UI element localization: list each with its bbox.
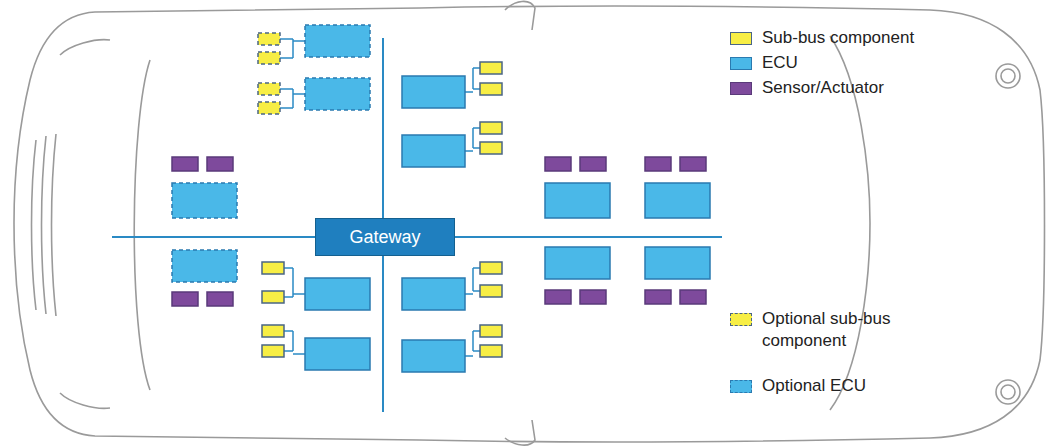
sub-bus-wire (284, 267, 293, 269)
legend-swatch (730, 82, 752, 95)
sub-bus-component (262, 262, 284, 274)
sub-bus-wire (473, 267, 480, 269)
wheel-hub (1001, 69, 1015, 83)
sub-bus-wire (472, 331, 474, 351)
sub-bus-component (258, 52, 280, 64)
sub-bus-wire (293, 93, 305, 95)
hood-line (134, 60, 150, 390)
sub-bus-wire (473, 147, 480, 149)
legend-label: Optional sub-bus component (762, 308, 912, 352)
wheel (996, 64, 1020, 88)
ecu-box (545, 247, 610, 279)
sub-bus-component (480, 142, 502, 154)
ecu-box (545, 183, 610, 218)
sensor-actuator (172, 157, 198, 171)
parts-layer (172, 25, 710, 372)
sub-bus-wire (293, 353, 305, 355)
sub-bus-wire (284, 330, 293, 332)
sub-bus-component (258, 33, 280, 45)
sub-bus-component (258, 102, 280, 114)
sub-bus-wire (292, 331, 294, 351)
side-mirror (505, 1, 535, 445)
wheel (996, 380, 1020, 404)
sub-bus-component (480, 83, 502, 95)
ecu-box (402, 340, 465, 372)
sub-bus-component (258, 83, 280, 95)
legend-swatch (730, 57, 752, 70)
sensor-actuator (545, 157, 571, 171)
sub-bus-component (480, 122, 502, 134)
sub-bus-wire (465, 355, 473, 357)
ecu-box (172, 183, 237, 218)
ecu-box (305, 78, 370, 110)
ecu-box (645, 247, 710, 279)
headlight-line (60, 40, 110, 409)
sensor-actuator (645, 290, 671, 304)
sensor-actuator (545, 290, 571, 304)
sub-bus-wire (472, 268, 474, 291)
sub-bus-component (480, 325, 502, 337)
sub-bus-wire (280, 107, 293, 109)
sub-bus-component (262, 345, 284, 357)
ecu-box (645, 183, 710, 218)
sensor-actuator (172, 292, 198, 306)
sub-bus-component (480, 345, 502, 357)
ecu-box (305, 25, 370, 57)
sub-bus-component (480, 62, 502, 74)
sub-bus-wire (465, 91, 473, 93)
sub-bus-wire (472, 68, 474, 89)
legend-label: ECU (762, 52, 798, 74)
sub-bus-wire (292, 39, 294, 58)
legend-label: Optional ECU (762, 375, 866, 397)
sensor-actuator (645, 157, 671, 171)
legend-swatch (730, 380, 752, 393)
legend-label: Sub-bus component (762, 27, 914, 49)
sub-bus-wire (280, 88, 293, 90)
car-outline (14, 1, 1045, 445)
sub-bus-wire (284, 296, 293, 298)
gateway-box: Gateway (315, 218, 455, 256)
sensor-actuator (680, 157, 706, 171)
sensor-actuator (207, 157, 233, 171)
sub-bus-component (262, 325, 284, 337)
sub-bus-wire (473, 67, 480, 69)
sub-bus-wire (293, 40, 305, 42)
sensor-actuator (680, 290, 706, 304)
sub-bus-component (480, 262, 502, 274)
sub-bus-wire (473, 330, 480, 332)
legend-swatch (730, 313, 752, 326)
sub-bus-wire (292, 268, 294, 297)
grille-line (32, 134, 57, 316)
sensor-actuator (580, 290, 606, 304)
ecu-box (305, 278, 370, 310)
ecu-box (172, 250, 237, 282)
ecu-box (402, 135, 465, 167)
sub-bus-wire (465, 150, 473, 152)
legend-swatch (730, 32, 752, 45)
sub-bus-component (480, 285, 502, 297)
sub-bus-wire (280, 57, 293, 59)
sub-bus-component (262, 291, 284, 303)
sensor-actuator (580, 157, 606, 171)
sub-bus-wire (280, 38, 293, 40)
sensor-actuator (207, 292, 233, 306)
sub-bus-wire (293, 293, 305, 295)
sub-bus-wire (292, 89, 294, 108)
ecu-box (402, 76, 465, 108)
node-label: Gateway (349, 227, 420, 248)
ecu-box (305, 338, 370, 370)
sub-bus-wire (473, 350, 480, 352)
sub-bus-wire (473, 127, 480, 129)
sub-bus-wire (473, 290, 480, 292)
sub-bus-wire (284, 350, 293, 352)
bus-line (112, 38, 722, 412)
sub-bus-wire (472, 128, 474, 148)
sub-bus-wire (465, 293, 473, 295)
legend-label: Sensor/Actuator (762, 77, 884, 99)
car-body (14, 6, 1045, 441)
wheel-hub (1001, 385, 1015, 399)
ecu-box (402, 278, 465, 310)
sub-bus-wire (473, 88, 480, 90)
